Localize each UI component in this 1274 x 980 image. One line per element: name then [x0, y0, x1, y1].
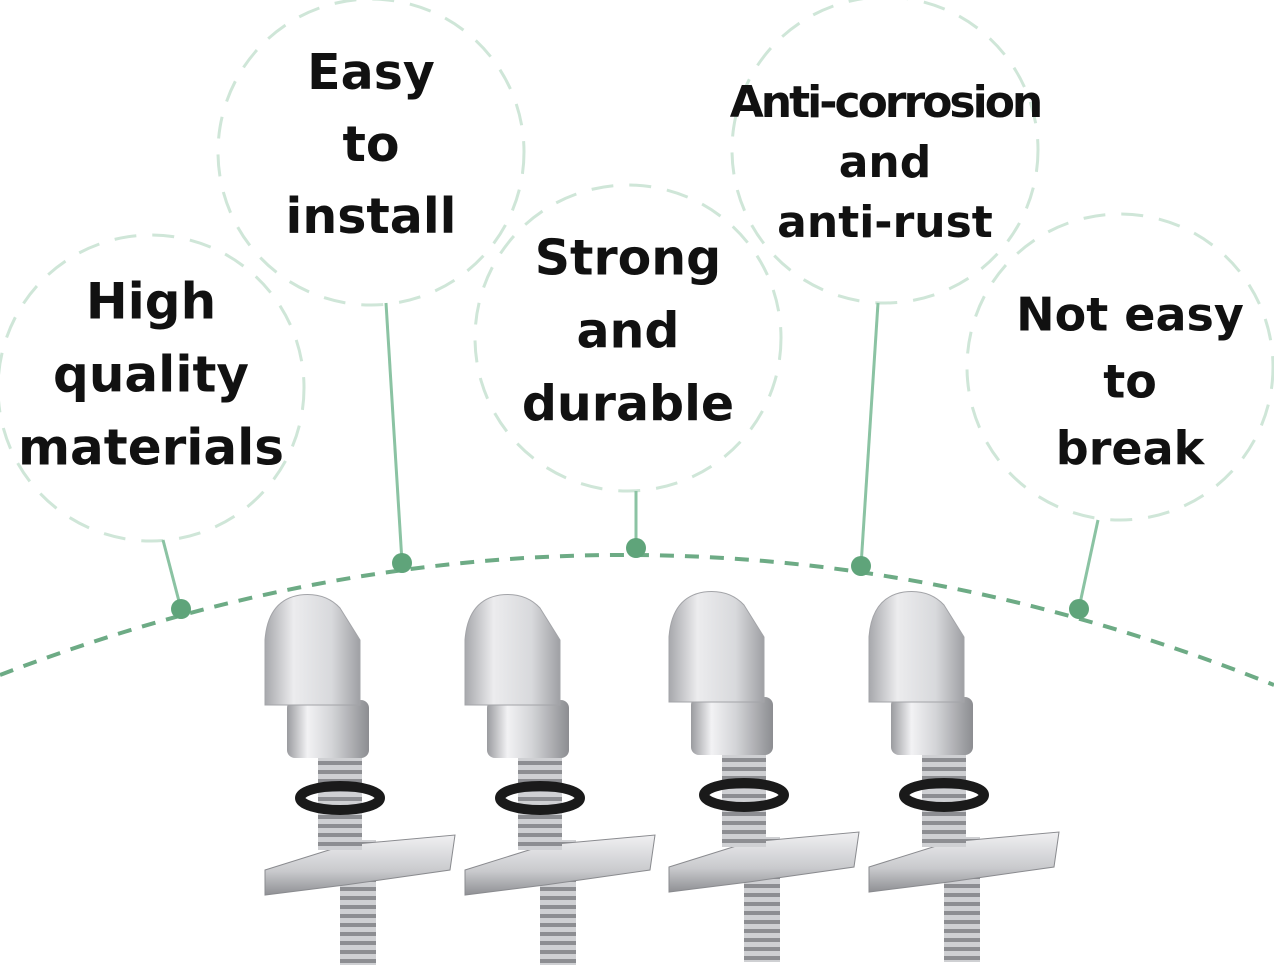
- feature-line: Strong: [534, 229, 722, 287]
- dot-install: [392, 553, 412, 573]
- feature-line: durable: [521, 375, 735, 433]
- feature-label-install: Easy to install: [286, 37, 457, 253]
- circle-quality: [0, 233, 306, 543]
- circle-install: [216, 0, 526, 307]
- feature-line: Easy: [307, 44, 435, 101]
- dot-durable: [626, 538, 646, 558]
- feature-label-corrosion: Anti-corrosion and anti-rust: [729, 73, 1044, 253]
- dot-corrosion: [851, 556, 871, 576]
- feature-line: install: [285, 188, 457, 245]
- screw-1: [264, 594, 456, 965]
- feature-line: materials: [17, 418, 285, 477]
- connector-dots: [171, 538, 1089, 619]
- screw-4: [868, 591, 1060, 962]
- feature-line: High: [85, 272, 217, 331]
- feature-label-break: Not easy to break: [1016, 282, 1244, 483]
- feature-line: and: [576, 302, 680, 360]
- feature-line: Anti-corrosion: [729, 77, 1044, 128]
- feature-line: and: [838, 137, 932, 188]
- feature-line: to: [1103, 354, 1157, 409]
- feature-line: quality: [53, 345, 249, 404]
- circle-durable: [473, 183, 783, 493]
- screw-3: [668, 591, 860, 962]
- feature-line: Not easy: [1016, 287, 1244, 342]
- feature-circles: [0, 0, 1274, 543]
- connector-lines: [161, 302, 1100, 610]
- circle-break: [965, 212, 1274, 522]
- dashed-arc: [0, 552, 1274, 687]
- dot-quality: [171, 599, 191, 619]
- screws: [264, 591, 1060, 965]
- feature-label-durable: Strong and durable: [522, 222, 734, 441]
- feature-line: break: [1055, 421, 1205, 476]
- feature-line: to: [342, 116, 400, 173]
- screw-2: [464, 594, 656, 965]
- feature-label-quality: High quality materials: [18, 266, 284, 485]
- dot-break: [1069, 599, 1089, 619]
- circle-corrosion: [730, 0, 1040, 305]
- feature-line: anti-rust: [777, 197, 993, 248]
